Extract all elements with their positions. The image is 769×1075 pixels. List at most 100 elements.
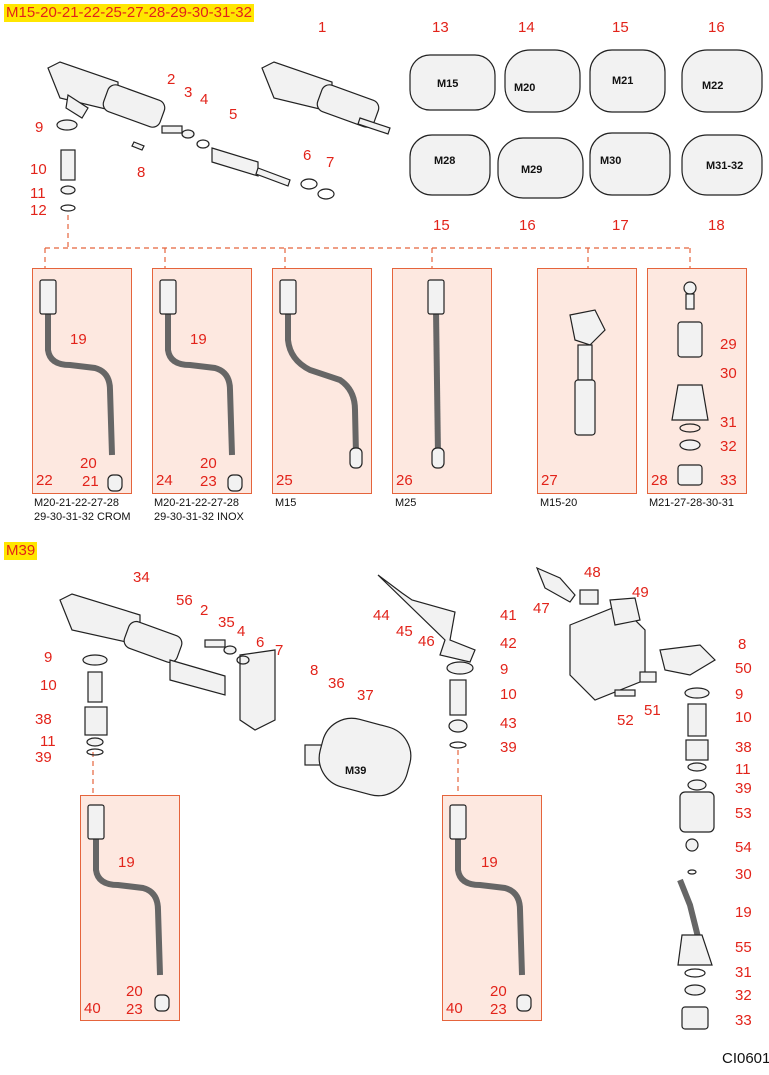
box-caption: M15 — [275, 497, 297, 509]
part-callout: 47 — [533, 600, 550, 617]
section-title-m39: M39 — [4, 542, 38, 560]
part-callout: 32 — [720, 438, 737, 455]
part-callout: 29 — [720, 336, 737, 353]
knob-label: M28 — [434, 155, 456, 167]
part-callout: 20 — [126, 983, 143, 1000]
part-callout: 16 — [708, 19, 725, 36]
box-caption: M21-27-28-30-31 — [649, 497, 734, 509]
part-callout: 14 — [518, 19, 535, 36]
part-callout: 53 — [735, 805, 752, 822]
part-callout: 8 — [137, 164, 146, 181]
small-parts-top — [56, 119, 335, 212]
part-callout: 20 — [490, 983, 507, 1000]
part-callout: 1 — [318, 19, 327, 36]
part-callout: 39 — [735, 780, 752, 797]
knob-label: M21 — [612, 75, 634, 87]
part-callout: 20 — [80, 455, 97, 472]
part-callout: 48 — [584, 564, 601, 581]
part-callout: 2 — [167, 71, 176, 88]
part-callout: 2 — [200, 602, 209, 619]
part-callout: 7 — [326, 154, 335, 171]
diagram-code: CI0601 — [722, 1050, 769, 1067]
knob-label: M30 — [600, 155, 622, 167]
knob-label: M39 — [345, 765, 367, 777]
part-callout: 15 — [433, 217, 450, 234]
part-callout: 20 — [200, 455, 217, 472]
part-callout: 23 — [126, 1001, 143, 1018]
part-callout: 30 — [735, 866, 752, 883]
part-callout: 38 — [735, 739, 752, 756]
part-callout: 31 — [720, 414, 737, 431]
part-callout: 30 — [720, 365, 737, 382]
box-number: 25 — [276, 472, 293, 489]
part-callout: 39 — [35, 749, 52, 766]
section-title-top: M15-20-21-22-25-27-28-29-30-31-32 — [4, 4, 254, 22]
part-callout: 44 — [373, 607, 390, 624]
box-caption: M15-20 — [540, 497, 578, 509]
knob-label: M15 — [437, 78, 459, 90]
part-callout: 11 — [40, 733, 56, 750]
spout-box-27 — [537, 268, 637, 494]
part-callout: 38 — [35, 711, 52, 728]
box-caption: M25 — [395, 497, 417, 509]
part-callout: 9 — [500, 661, 509, 678]
part-callout: 17 — [612, 217, 629, 234]
part-callout: 10 — [735, 709, 752, 726]
part-callout: 19 — [735, 904, 752, 921]
part-callout: 6 — [256, 634, 265, 651]
box-number: 22 — [36, 472, 53, 489]
part-callout: 6 — [303, 147, 312, 164]
part-callout: 50 — [735, 660, 752, 677]
part-callout: 33 — [735, 1012, 752, 1029]
part-callout: 8 — [738, 636, 747, 653]
grouphead-left — [47, 61, 166, 128]
part-callout: 16 — [519, 217, 536, 234]
part-callout: 41 — [500, 607, 517, 624]
knob-label: M22 — [702, 80, 724, 92]
spout-box-28 — [647, 268, 747, 494]
part-callout: 19 — [70, 331, 87, 348]
part-callout: 3 — [184, 84, 193, 101]
part-callout: 10 — [30, 161, 47, 178]
box-number: 28 — [651, 472, 668, 489]
part-callout: 54 — [735, 839, 752, 856]
part-callout: 12 — [30, 202, 47, 219]
part-callout: 32 — [735, 987, 752, 1004]
part-callout: 9 — [35, 119, 44, 136]
part-callout: 46 — [418, 633, 435, 650]
spout-box-40-left — [80, 795, 180, 1021]
part-callout: 19 — [481, 854, 498, 871]
part-callout: 21 — [82, 473, 99, 490]
part-callout: 4 — [200, 91, 209, 108]
part-callout: 51 — [644, 702, 661, 719]
part-callout: 35 — [218, 614, 235, 631]
box-number: 40 — [84, 1000, 101, 1017]
grouphead-right — [261, 61, 391, 135]
part-callout: 11 — [30, 185, 46, 202]
part-callout: 15 — [612, 19, 629, 36]
part-callout: 13 — [432, 19, 449, 36]
part-callout: 49 — [632, 584, 649, 601]
part-callout: 23 — [490, 1001, 507, 1018]
part-callout: 52 — [617, 712, 634, 729]
part-callout: 33 — [720, 472, 737, 489]
part-callout: 9 — [44, 649, 53, 666]
part-callout: 23 — [200, 473, 217, 490]
box-number: 26 — [396, 472, 413, 489]
knob-drawings — [409, 49, 763, 199]
box-number: 40 — [446, 1000, 463, 1017]
part-callout: 8 — [310, 662, 319, 679]
part-callout: 18 — [708, 217, 725, 234]
knob-label: M20 — [514, 82, 536, 94]
box-number: 27 — [541, 472, 558, 489]
part-callout: 43 — [500, 715, 517, 732]
part-callout: 9 — [735, 686, 744, 703]
part-callout: 10 — [500, 686, 517, 703]
part-callout: 56 — [176, 592, 193, 609]
part-callout: 55 — [735, 939, 752, 956]
knob-label: M31-32 — [706, 160, 744, 172]
